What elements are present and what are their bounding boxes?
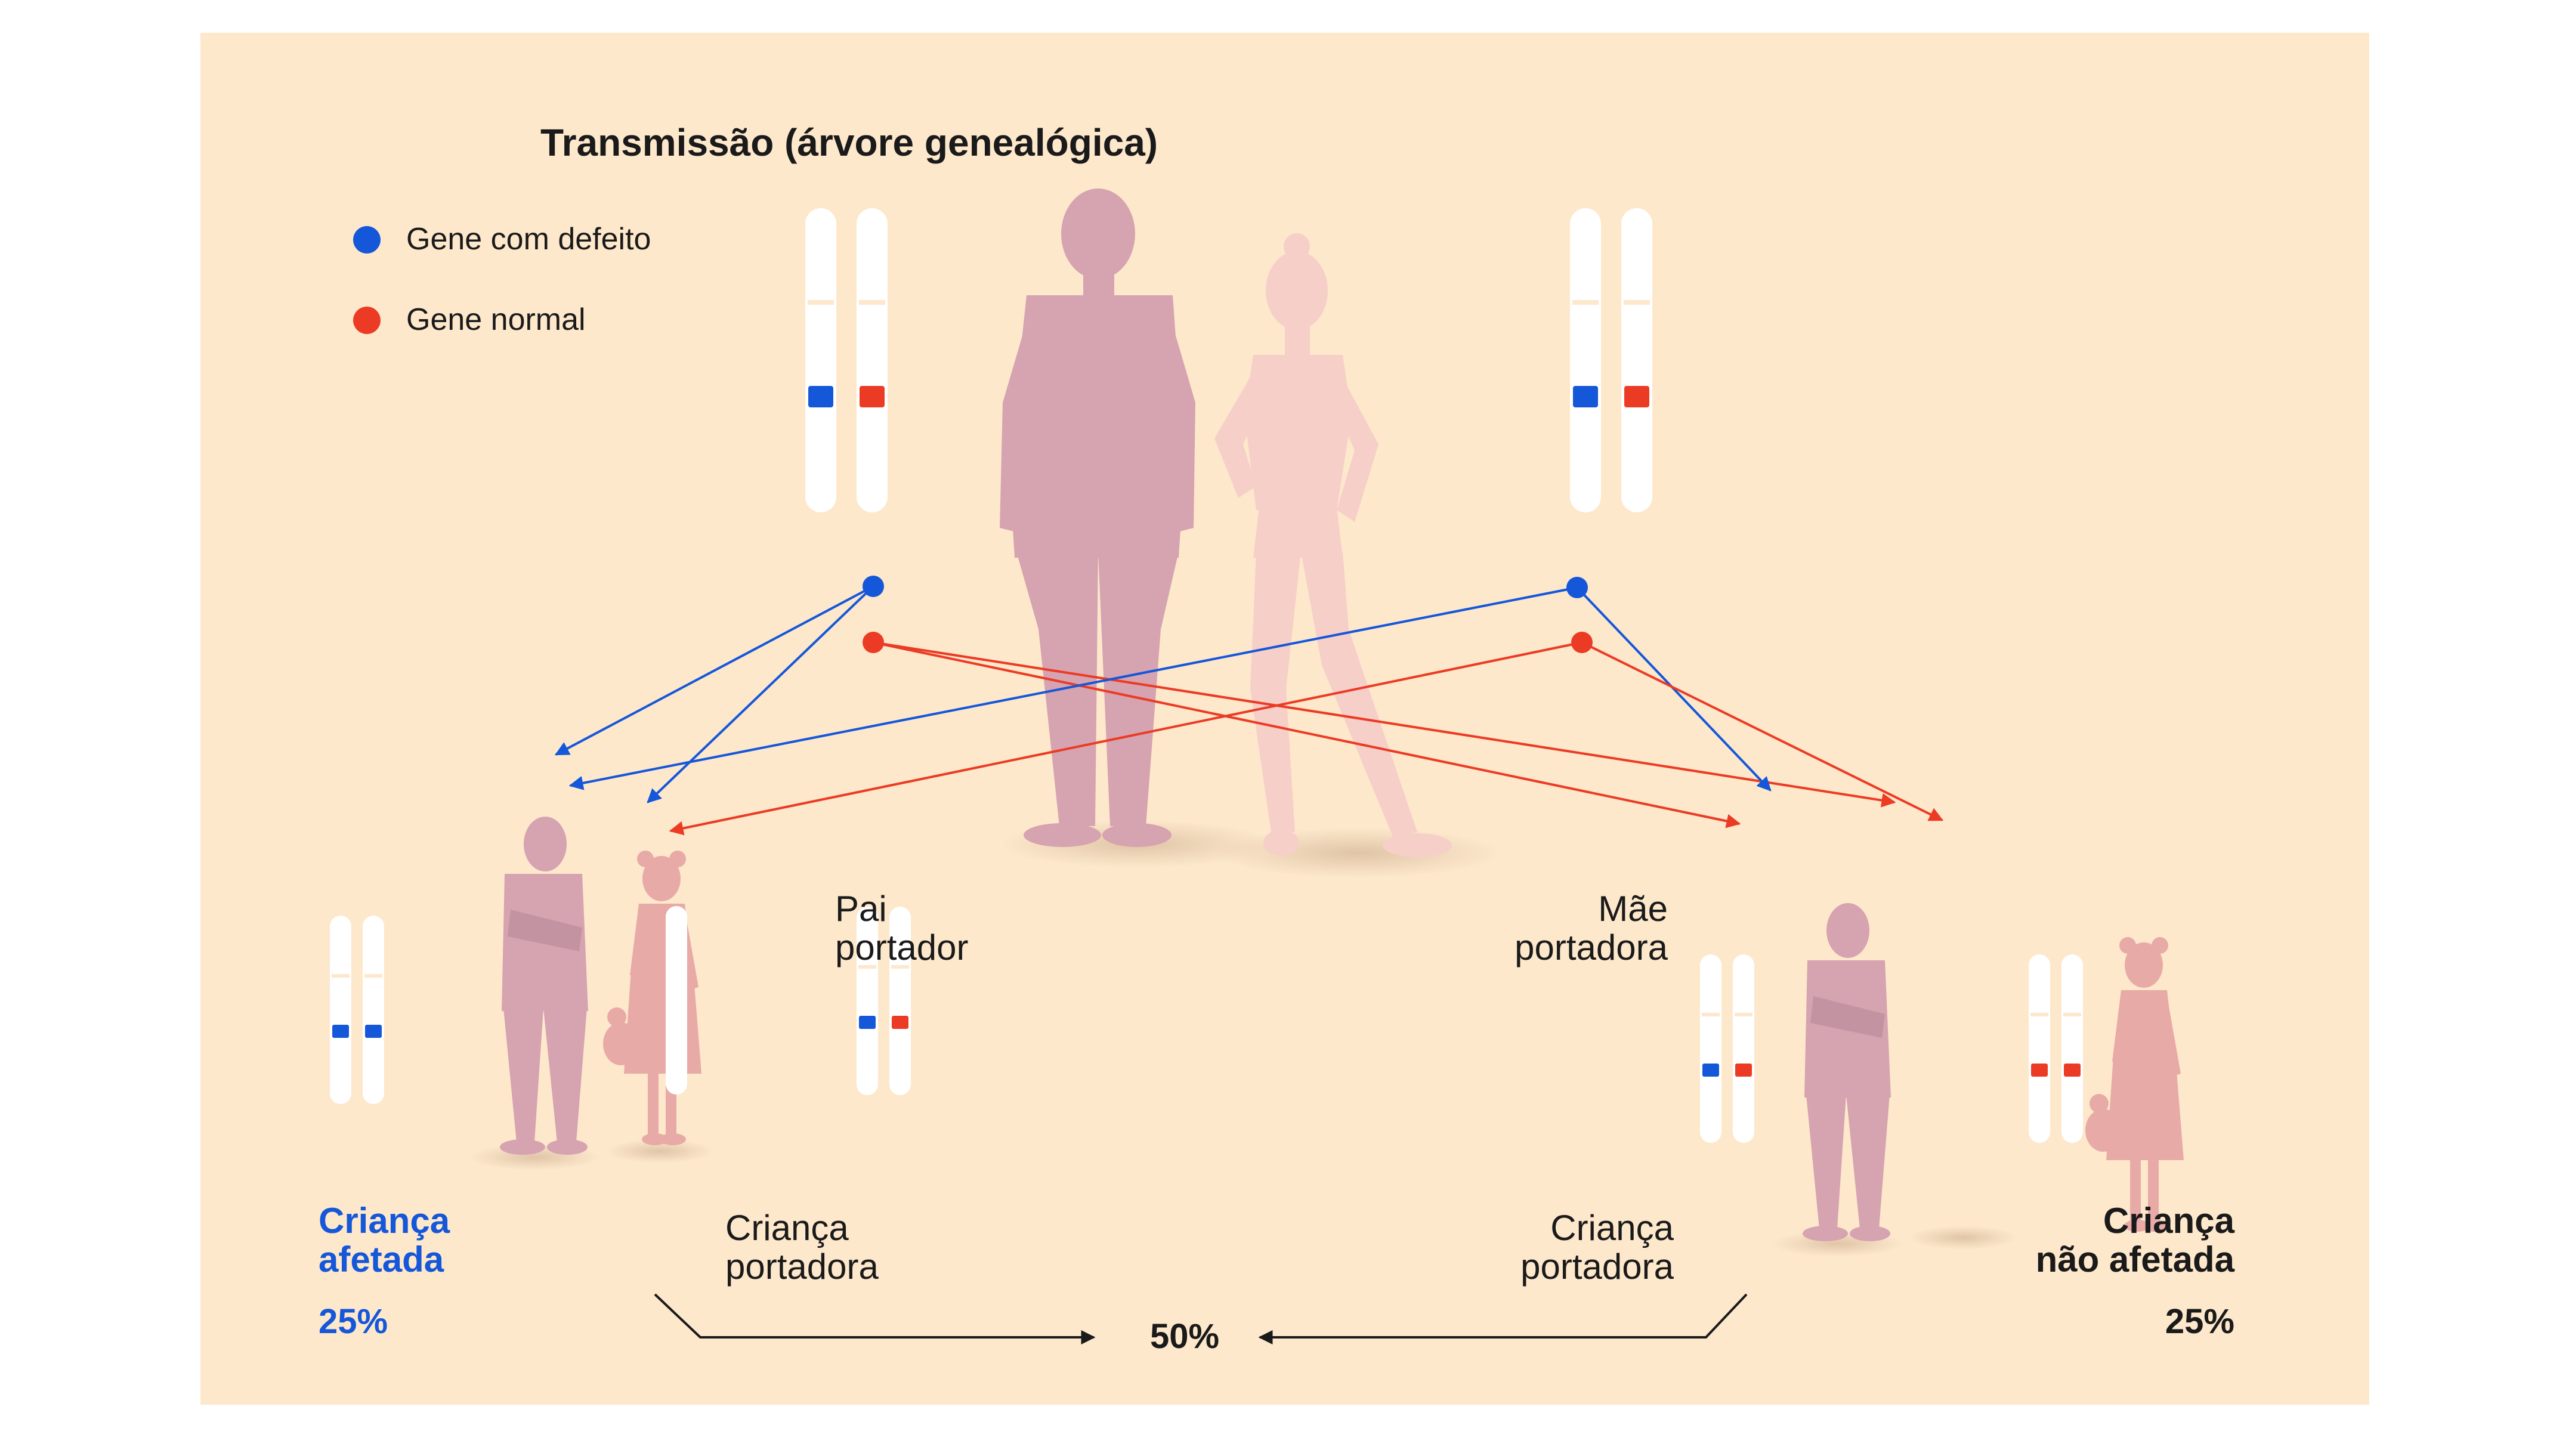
- carrier-left-line2: portadora: [725, 1246, 879, 1287]
- left-girl-chromosome-pair-rendered: [857, 907, 911, 1095]
- mother-label: Mãe portadora: [1429, 889, 1668, 967]
- diagram-panel: Transmissão (árvore genealógica) Gene co…: [200, 33, 2369, 1405]
- left-boy-figure: [500, 817, 588, 1155]
- carrier-bracket-arrows: [654, 1293, 1748, 1344]
- mother-label-line1: Mãe: [1598, 889, 1668, 929]
- father-normal-allele-dot: [863, 632, 884, 653]
- pedigree-artwork: [330, 188, 2184, 1344]
- left-girl-chromosomes: [666, 906, 687, 1095]
- legend-defective-label: Gene com defeito: [406, 222, 651, 256]
- unaffected-child-line2: não afetada: [2035, 1239, 2234, 1279]
- diagram-title: Transmissão (árvore genealógica): [540, 121, 1158, 164]
- legend-defective-dot: [353, 226, 381, 254]
- left-boy-chromosomes: [330, 916, 384, 1104]
- carrier-left-line1: Criança: [725, 1208, 849, 1248]
- child-pairs-rendered: [857, 907, 2083, 1143]
- unaffected-child-label: Criança não afetada: [1906, 1201, 2234, 1279]
- right-girl-figure: [2085, 937, 2184, 1232]
- unaffected-child-line1: Criança: [2103, 1201, 2234, 1241]
- mother-chromosome-pair: [1570, 208, 1652, 512]
- inheritance-arrows: [554, 585, 1944, 836]
- carrier-right-line2: portadora: [1520, 1246, 1674, 1287]
- carrier-right-label: Criança portadora: [1435, 1208, 1674, 1287]
- mother-defective-allele-dot: [1566, 577, 1588, 598]
- mother-label-line2: portadora: [1514, 927, 1668, 967]
- father-label-line1: Pai: [835, 889, 887, 929]
- father-label: Pai portador: [835, 889, 969, 967]
- carrier-percent: 50%: [1149, 1317, 1220, 1356]
- father-label-line2: portador: [835, 927, 969, 967]
- carrier-left-label: Criança portadora: [725, 1208, 879, 1287]
- mother-figure: [1214, 233, 1452, 857]
- affected-child-line2: afetada: [319, 1239, 444, 1279]
- right-boy-figure: [1803, 903, 1891, 1241]
- mother-normal-allele-dot: [1571, 632, 1593, 653]
- unaffected-child-percent: 25%: [2165, 1302, 2234, 1341]
- affected-child-percent: 25%: [319, 1302, 388, 1341]
- right-girl-chromosome-pair: [2029, 954, 2083, 1143]
- carrier-right-line1: Criança: [1550, 1208, 1674, 1248]
- father-chromosome-pair: [805, 208, 888, 512]
- right-boy-chromosome-pair: [1700, 954, 1754, 1143]
- legend-normal-label: Gene normal: [406, 302, 586, 337]
- legend-normal-dot: [353, 307, 381, 334]
- father-defective-allele-dot: [863, 576, 884, 597]
- affected-child-line1: Criança: [319, 1201, 450, 1241]
- affected-child-label: Criança afetada: [319, 1201, 450, 1279]
